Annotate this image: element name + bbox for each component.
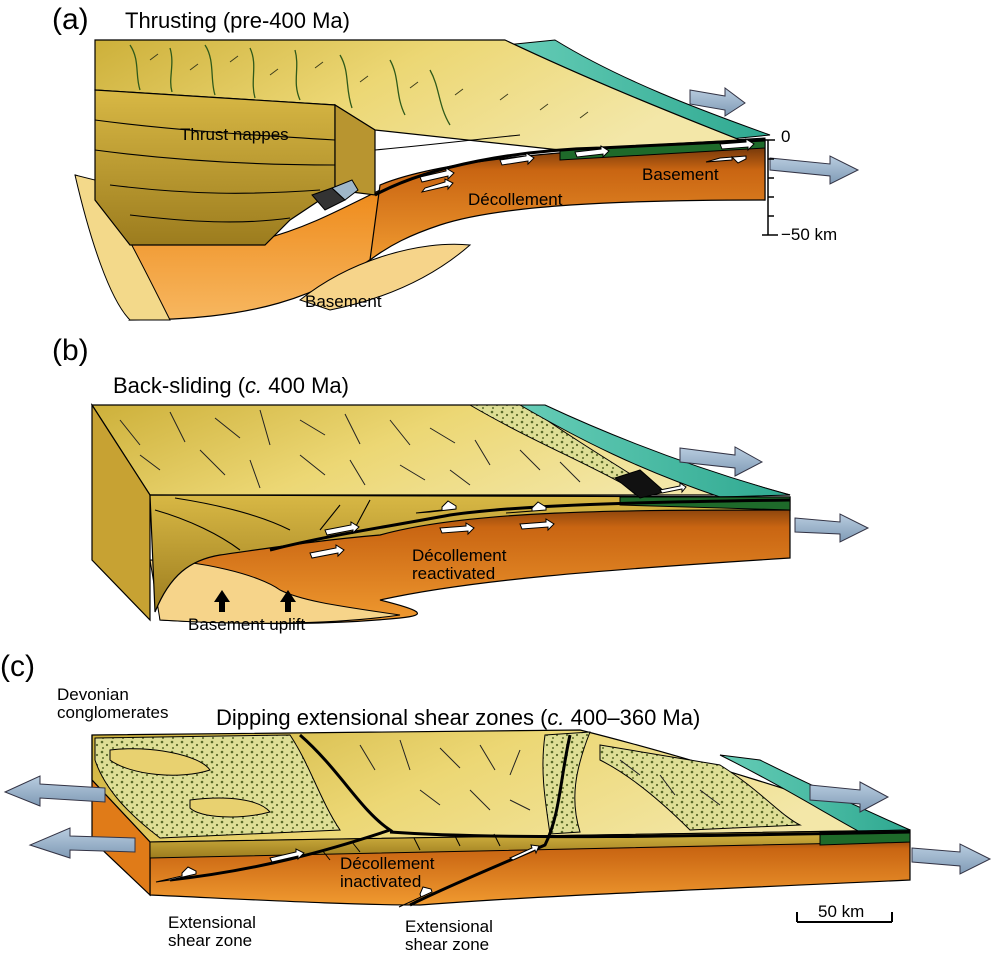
pull-arrow-c2	[28, 827, 136, 859]
conglomerate-c2	[542, 731, 591, 835]
pull-arrow-b1	[679, 446, 764, 477]
uplift-arrow-2	[280, 590, 296, 612]
panel-a	[74, 39, 860, 321]
label-thrust-nappes: Thrust nappes	[180, 125, 289, 144]
nappe-side-b	[149, 494, 791, 613]
panel-a-letter: (a)	[52, 3, 89, 36]
pull-arrow-c1	[3, 775, 106, 807]
shear-arrows-c	[155, 844, 540, 908]
nappe-front-b	[91, 402, 151, 622]
shear-zone-line-left	[169, 733, 394, 882]
decollement-line-a	[374, 138, 766, 197]
scale-bar-label: 50 km	[818, 902, 865, 921]
label-decollement-a: Décollement	[468, 190, 563, 209]
shear-arrows-b	[309, 482, 687, 559]
ocean-b	[518, 404, 791, 498]
panel-b-title: Back-sliding (c. 400 Ma)	[113, 373, 349, 398]
label-basement-right: Basement	[642, 165, 719, 184]
depth-scale	[762, 139, 778, 236]
label-basement-uplift: Basement uplift	[188, 615, 306, 634]
pull-arrow-c4	[911, 843, 992, 875]
label-basement-bottom: Basement	[305, 292, 382, 311]
conglomerate-c3	[599, 744, 802, 831]
panel-b	[90, 402, 870, 625]
decollement-line-b	[269, 498, 791, 552]
panel-c-letter: (c)	[0, 650, 35, 683]
scale-bar	[796, 912, 893, 923]
shear-arrows-a	[419, 138, 755, 193]
depth-scale-top: 0	[781, 127, 791, 146]
panel-c	[3, 729, 992, 923]
nappe-front-c	[91, 735, 151, 897]
panel-a-title: Thrusting (pre-400 Ma)	[125, 8, 350, 33]
panel-c-title: Dipping extensional shear zones (c. 400–…	[216, 705, 701, 730]
shear-zone-line-mid	[409, 734, 572, 907]
pull-arrow-c3	[809, 781, 890, 813]
uplift-arrow-1	[214, 590, 230, 612]
pull-arrow-b2	[794, 513, 870, 543]
pull-arrow-a2	[769, 155, 860, 185]
pull-arrow-a1	[689, 87, 746, 117]
depth-scale-bottom: −50 km	[781, 225, 838, 244]
panel-b-letter: (b)	[52, 334, 89, 367]
